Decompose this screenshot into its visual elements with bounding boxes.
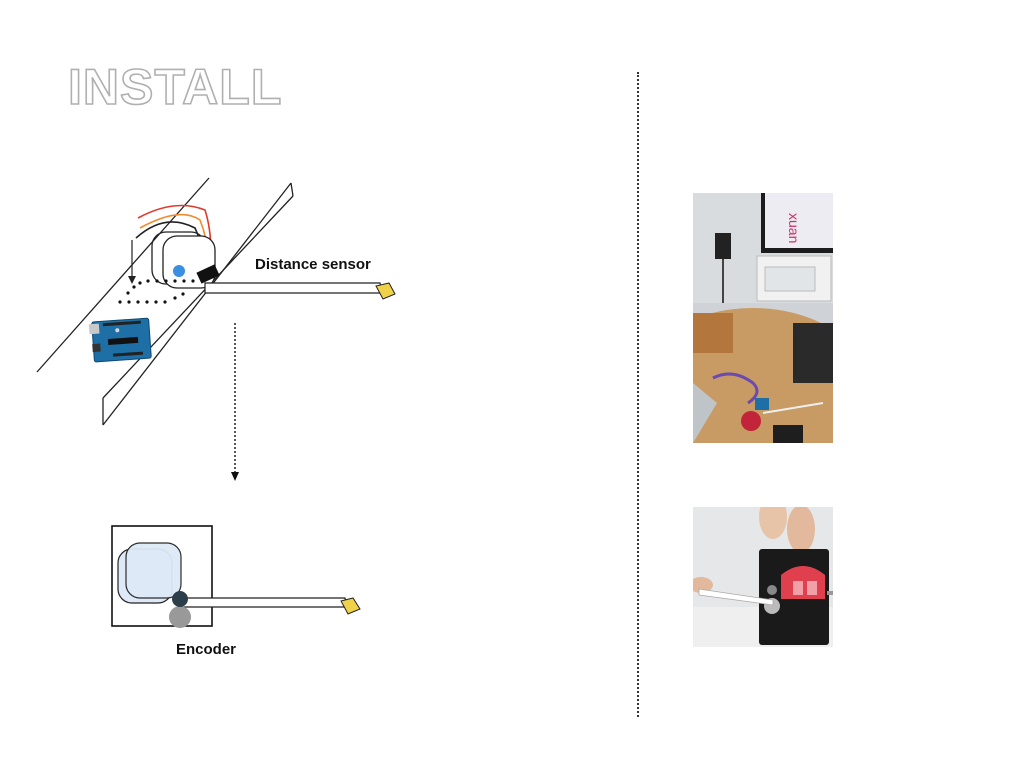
encoder-label: Encoder	[176, 641, 237, 658]
dotted-path	[118, 279, 195, 304]
install-diagram	[36, 177, 396, 628]
beam	[36, 177, 294, 426]
dotted-divider	[637, 72, 639, 717]
encoder-wheel-grey	[169, 606, 191, 628]
tape-top	[204, 282, 396, 300]
svg-text:xuan: xuan	[786, 213, 802, 243]
arduino-board	[88, 317, 152, 363]
distance-sensor-label: Distance sensor	[255, 256, 371, 273]
distance-sensor-block	[196, 264, 220, 284]
sensor-dot	[173, 265, 185, 277]
slide-title: INSTALL	[67, 59, 283, 115]
setup-photo: xuan	[693, 193, 833, 443]
encoder-photo	[693, 507, 833, 647]
encoder-wheel-dark	[172, 591, 188, 607]
